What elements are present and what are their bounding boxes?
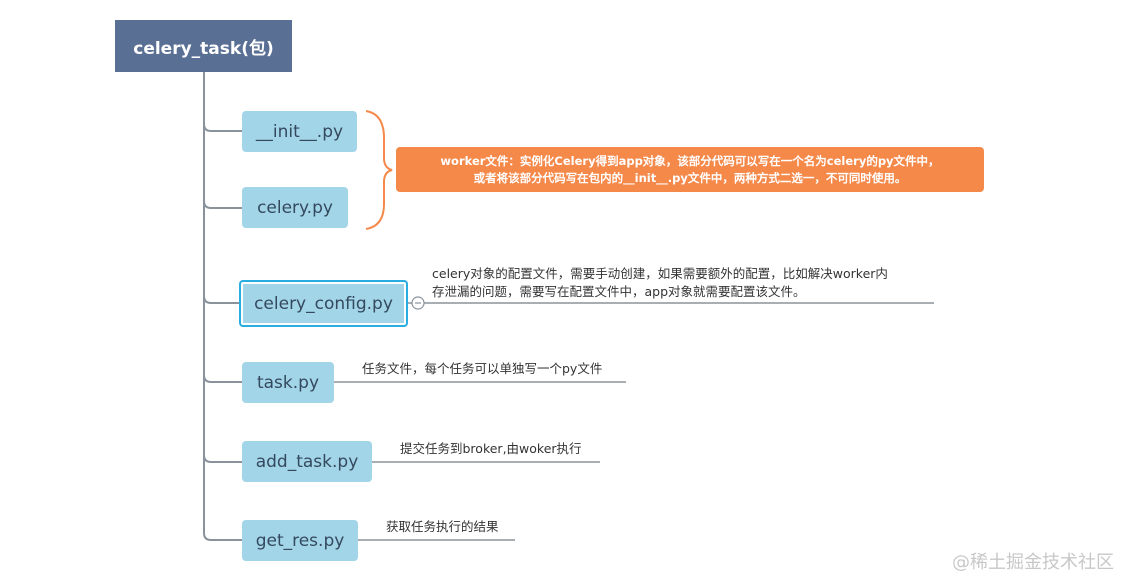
note-task[interactable]: 任务文件，每个任务可以单独写一个py文件 [362,361,603,376]
node-add-task-py[interactable]: add_task.py [242,441,372,482]
note-celery-config[interactable]: celery对象的配置文件，需要手动创建，如果需要额外的配置，比如解决worke… [432,265,888,301]
note-get-res[interactable]: 获取任务执行的结果 [386,519,499,534]
node-get-res-py[interactable]: get_res.py [242,520,358,561]
note-celery-config-line-2: 存泄漏的问题，需要写在配置文件中，app对象就需要配置该文件。 [432,284,806,299]
node-celery-config-py[interactable]: celery_config.py [239,280,408,327]
branch-add-task [203,454,242,463]
trunk-line [203,72,242,541]
branch-task [203,374,242,383]
branch-init [203,123,242,132]
root-node[interactable]: celery_task(包) [115,20,292,72]
watermark: @稀土掘金技术社区 [952,552,1114,573]
node-celery-py[interactable]: celery.py [242,187,348,228]
node-init-py[interactable]: __init__.py [242,111,357,152]
summary-line-1: worker文件：实例化Celery得到app对象，该部分代码可以写在一个名为c… [440,153,940,168]
node-task-py[interactable]: task.py [242,362,334,403]
summary-line-2: 或者将该部分代码写在包内的__init__.py文件中，两种方式二选一，不可同时… [473,170,907,185]
note-add-task[interactable]: 提交任务到broker,由woker执行 [400,441,582,456]
summary-box[interactable]: worker文件：实例化Celery得到app对象，该部分代码可以写在一个名为c… [396,147,984,192]
note-celery-config-line-1: celery对象的配置文件，需要手动创建，如果需要额外的配置，比如解决worke… [432,266,888,281]
branch-celery [203,200,242,209]
summary-brace [365,110,393,230]
branch-celery-config [203,295,240,304]
